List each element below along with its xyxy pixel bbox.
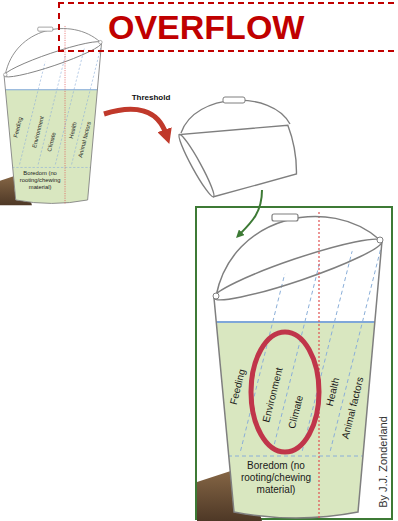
factor-label: Feeding [228, 368, 248, 406]
bucket-handle [181, 100, 290, 133]
factor-label: Animal factors [77, 121, 93, 158]
tipped-bucket-shape [175, 114, 300, 203]
factor-label: Boredom (no rooting/chewing material) [13, 170, 66, 191]
highlight-circle [251, 332, 319, 452]
factor-label: Climate [46, 132, 58, 153]
tipped-bucket [175, 114, 300, 203]
factor-label: Boredom (no rooting/chewing material) [230, 460, 322, 496]
overflow-arrow [104, 109, 166, 134]
factor-label: Climate [286, 394, 306, 430]
factor-label: Environment [31, 115, 46, 148]
small-bucket [0, 26, 112, 217]
factor-label: Animal factors [340, 376, 367, 440]
factor-label: Environment [260, 366, 285, 423]
small-bucket-labels: Feeding EnvironmentClimate HealthAnimal fa… [0, 0, 111, 205]
large-bucket [197, 212, 398, 521]
factor-label: Health [324, 377, 343, 408]
threshold-label: Threshold [132, 93, 171, 103]
overflow-box: OVERFLOW [58, 2, 398, 52]
factor-label: Health [68, 121, 79, 139]
factor-label: Feeding [12, 116, 24, 138]
box-title: OVERFLOW [108, 8, 354, 46]
author-credit: By J.J. Zonderland [377, 416, 390, 508]
handle-grip [223, 97, 245, 103]
zoom-arrow [240, 190, 262, 234]
